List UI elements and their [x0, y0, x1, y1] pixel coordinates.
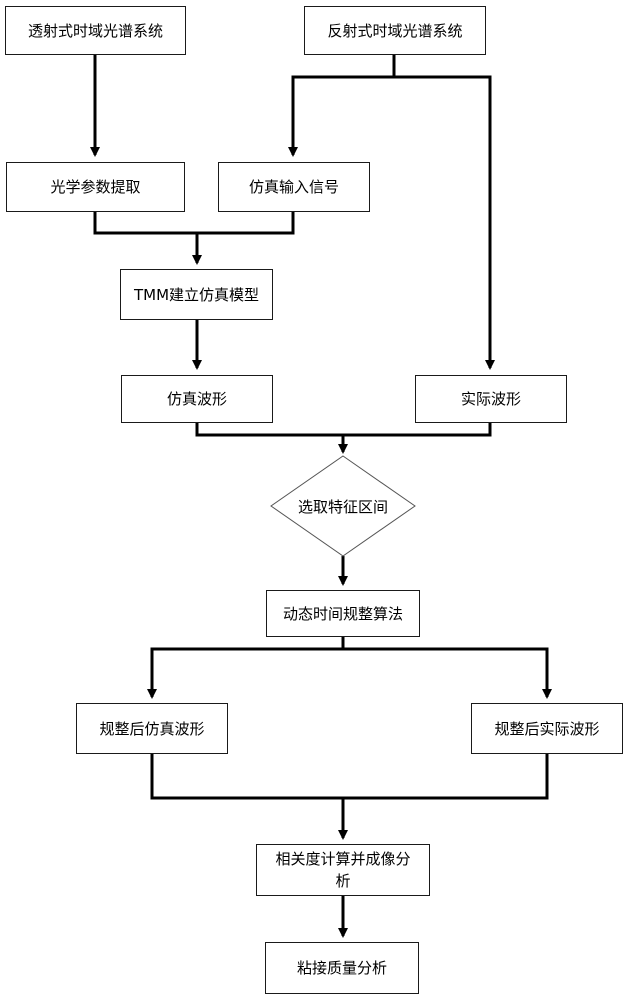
optical-param-label: 光学参数提取	[50, 176, 140, 198]
connector-dtw-to-actual	[343, 649, 547, 697]
transmission-system-box: 透射式时域光谱系统	[5, 6, 186, 55]
bond-quality-box: 粘接质量分析	[265, 942, 419, 994]
connector-merge-aligned	[152, 754, 547, 798]
connector-merge-to-tmm	[95, 212, 293, 233]
correlation-imaging-box: 相关度计算并成像分析	[256, 844, 430, 896]
select-feature-interval-label: 选取特征区间	[298, 496, 388, 517]
simulated-waveform-label: 仿真波形	[167, 388, 227, 410]
connector-merge-waveforms	[197, 423, 490, 435]
connector-reflection-split	[293, 55, 394, 155]
aligned-simulated-box: 规整后仿真波形	[76, 703, 228, 754]
aligned-actual-label: 规整后实际波形	[494, 718, 599, 740]
simulated-input-label: 仿真输入信号	[249, 176, 339, 198]
connector-reflection-to-actual	[394, 77, 490, 368]
aligned-actual-box: 规整后实际波形	[471, 703, 623, 754]
tmm-model-label: TMM建立仿真模型	[134, 284, 259, 306]
select-feature-interval: 选取特征区间	[271, 456, 415, 556]
dtw-algorithm-box: 动态时间规整算法	[266, 590, 420, 637]
reflection-system-label: 反射式时域光谱系统	[327, 20, 462, 42]
bond-quality-label: 粘接质量分析	[297, 957, 387, 979]
dtw-algorithm-label: 动态时间规整算法	[283, 603, 403, 625]
transmission-system-label: 透射式时域光谱系统	[28, 20, 163, 42]
reflection-system-box: 反射式时域光谱系统	[304, 6, 486, 55]
simulated-input-box: 仿真输入信号	[218, 162, 370, 212]
optical-param-box: 光学参数提取	[6, 162, 185, 212]
simulated-waveform-box: 仿真波形	[121, 375, 273, 423]
correlation-imaging-label: 相关度计算并成像分析	[271, 848, 415, 892]
connector-dtw-split	[152, 637, 343, 697]
actual-waveform-label: 实际波形	[461, 388, 521, 410]
tmm-model-box: TMM建立仿真模型	[120, 269, 273, 320]
aligned-simulated-label: 规整后仿真波形	[99, 718, 204, 740]
actual-waveform-box: 实际波形	[415, 375, 567, 423]
